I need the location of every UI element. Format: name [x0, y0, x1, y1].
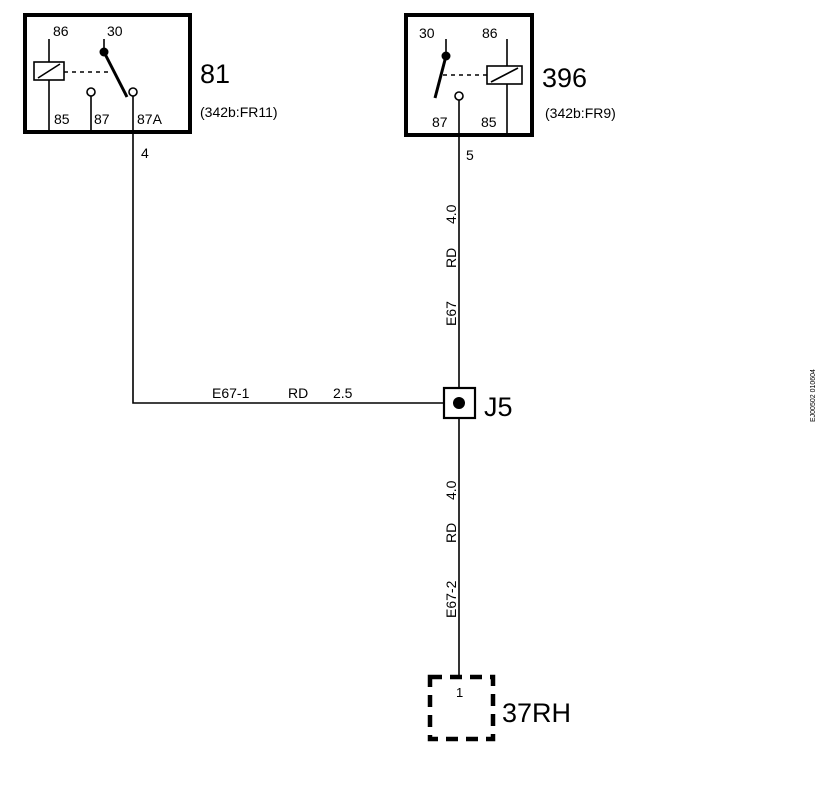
relay-81-out-pin: 4	[141, 145, 149, 161]
wire-e67-1-color: RD	[288, 385, 308, 401]
relay-396-label: 396	[542, 63, 587, 93]
relay-396-box	[404, 13, 534, 137]
wire-e67-2: E67-2 RD 4.0	[443, 418, 460, 677]
relay-81: 86 30 85 87 87A 81 (342b:FR11)	[23, 13, 278, 134]
relay-396-pin-87: 87	[432, 114, 448, 130]
connector-37rh-label: 37RH	[502, 698, 571, 728]
relay-81-pin-30: 30	[107, 23, 123, 39]
wire-e67-2-size: 4.0	[443, 480, 459, 500]
relay-396-ref: (342b:FR9)	[545, 105, 616, 121]
splice-j5-label: J5	[484, 392, 513, 422]
wire-e67: 5 E67 RD 4.0	[443, 135, 474, 388]
wire-e67-color: RD	[443, 248, 459, 268]
wire-e67-2-id: E67-2	[443, 580, 459, 618]
doc-code-text: EJ00502 010604	[810, 369, 817, 422]
relay-396-pin-86: 86	[482, 25, 498, 41]
connector-37rh-pin: 1	[456, 685, 463, 700]
wire-e67-1: 4 E67-1 RD 2.5	[132, 132, 459, 404]
splice-j5: J5	[442, 386, 513, 422]
splice-j5-node	[453, 397, 465, 409]
wire-e67-1-id: E67-1	[212, 385, 250, 401]
relay-81-ref: (342b:FR11)	[200, 104, 278, 120]
connector-37rh-box	[427, 674, 496, 742]
relay-81-pin-85: 85	[54, 111, 70, 127]
wire-e67-1-size: 2.5	[333, 385, 353, 401]
wire-e67-size: 4.0	[443, 204, 459, 224]
relay-81-pin-87a: 87A	[137, 111, 163, 127]
connector-37rh: 1 37RH	[427, 674, 571, 742]
relay-396-pin-30: 30	[419, 25, 435, 41]
wire-e67-id: E67	[443, 301, 459, 326]
relay-81-pin-86: 86	[53, 23, 69, 39]
relay-396: 30 86 87 85 396 (342b:FR9)	[404, 13, 616, 137]
relay-81-pin-87: 87	[94, 111, 110, 127]
relay-396-out-pin: 5	[466, 147, 474, 163]
wire-e67-2-color: RD	[443, 523, 459, 543]
doc-code: EJ00502 010604	[810, 369, 817, 422]
relay-396-pin-85: 85	[481, 114, 497, 130]
relay-81-box	[23, 13, 192, 134]
relay-81-label: 81	[200, 59, 230, 89]
